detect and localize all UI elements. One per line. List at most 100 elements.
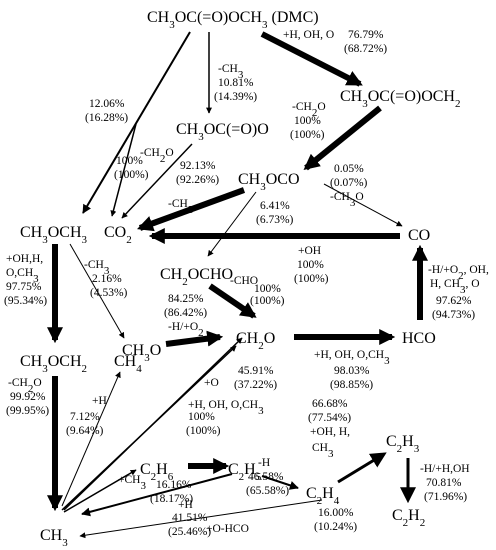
arrow-ch3o-to-ch2o [165, 330, 224, 347]
label-ch3-to-ch3o: +H, OH, O,CH3 100% (100%) [186, 399, 264, 437]
label-line: 10.81% [218, 77, 254, 89]
label-c2h3-to-c2h2: -H/+H,OH 70.81% (71.96%) [420, 463, 470, 503]
label-line: (98.85%) [330, 379, 373, 391]
label-hco-to-co: -H/+O2, OH, H, CH3, O 97.62% (94.73%) [428, 264, 489, 321]
label-line: 70.81% [426, 477, 462, 489]
label-line: 100% [294, 115, 321, 127]
label-line: (14.39%) [214, 91, 257, 103]
label-line: (25.46%) [168, 526, 211, 538]
label-dmc-to-ch3oc-o-o: -CH3 10.81% (14.39%) [214, 63, 257, 103]
label-line: (100%) [290, 129, 325, 141]
label-c2h4-to-ch3: +O-HCO 16.00% (10.24%) [206, 507, 357, 535]
arrow-ch3oco-to-co2 [136, 187, 246, 232]
arrow-dmc-to-ch3oc-o-och2 [260, 31, 363, 87]
arrow-ch3och3-to-ch3o [69, 243, 125, 339]
arrow-c2h4-to-c2h3 [337, 452, 387, 484]
arrow-ch3oco-to-co [323, 183, 403, 227]
label-ch2ocho-to-ch2o: -CHO 100% (100%) [230, 275, 285, 307]
arrow-ch3oco-to-ch2ocho [207, 191, 257, 257]
species-co2: CO2 [104, 224, 132, 246]
label-line: (100%) [294, 273, 329, 285]
species-dmc: CH3OC(=O)OCH3 (DMC) [147, 9, 319, 31]
arrow-c2h4-to-ch3 [79, 499, 323, 539]
species-ch3oc-o-och2: CH3OC(=O)OCH2 [340, 88, 460, 110]
label-line: (95.34%) [4, 295, 47, 307]
label-c2h4-to-c2h3: 66.68% (77.54%) +OH, H, CH3 [308, 398, 351, 460]
label-line: (77.54%) [308, 412, 351, 424]
arrow-ch2ocho-to-ch2o [208, 283, 257, 319]
label-line: 99.92% [10, 391, 46, 403]
label-line: 98.03% [334, 365, 370, 377]
label-line: (68.72%) [344, 43, 387, 55]
label-line: +H [178, 499, 193, 511]
label-ch3oc-o-o-to-co2: -CH2O 100% (100%) [114, 147, 174, 181]
species-ch3och3: CH3OCH3 [20, 224, 88, 246]
label-line: -CHO [230, 275, 258, 287]
species-labels: CH3OC(=O)OCH3 (DMC) CH3OC(=O)O CH3OC(=O)… [20, 9, 460, 549]
label-dmc-to-ch3oc-o-och2: +H, OH, O 76.79% (68.72%) [283, 29, 387, 55]
label-co-to-co2: +OH 100% (100%) [294, 245, 329, 285]
label-line: (18.17%) [150, 493, 193, 505]
label-line: (9.64%) [66, 425, 104, 437]
label-line: (65.58%) [246, 485, 289, 497]
species-hco: HCO [402, 330, 436, 347]
label-line: 45.91% [238, 365, 274, 377]
arrow-ch3-to-ch3o [63, 337, 243, 511]
arrow-dmc-to-co2-branch [110, 123, 137, 217]
label-line: -CH3O [330, 191, 364, 209]
species-ch3oco: CH3OCO [238, 171, 300, 193]
species-c2h5: C2H5 [228, 461, 262, 483]
label-line: +H [92, 395, 107, 407]
species-ch3och2: CH3OCH2 [20, 353, 87, 375]
label-line: (37.22%) [234, 379, 277, 391]
label-line: +OH [298, 245, 321, 257]
arrow-ch3-to-ch4 [61, 371, 121, 507]
label-line: +OH,H, [6, 253, 43, 265]
label-line: H, CH3, O [430, 278, 480, 296]
label-line: 41.51% [172, 512, 208, 524]
label-c2h5-to-ch3: +H 41.51% (25.46%) [168, 499, 211, 538]
label-line: (0.07%) [330, 177, 368, 189]
label-line: 16.00% [318, 507, 354, 519]
arrow-ch3oc-o-o-to-co2 [121, 143, 193, 219]
label-ch3-to-ch4: +H 7.12% (9.64%) [66, 395, 107, 437]
label-ch2o-to-hco: +H, OH, O,CH3 98.03% (98.85%) [314, 349, 390, 391]
label-line: 16.16% [156, 479, 192, 491]
label-ch3och2-to-ch3: -CH2O 99.92% (99.95%) [6, 377, 49, 417]
species-ch3oc-o-o: CH3OC(=O)O [176, 121, 269, 143]
label-line: (86.42%) [164, 307, 207, 319]
species-c2h2: C2H2 [392, 507, 425, 529]
label-line: (71.96%) [424, 491, 467, 503]
label-line: 97.62% [436, 295, 472, 307]
species-ch3: CH3 [40, 527, 68, 549]
label-line: +OH, H, [310, 426, 350, 438]
label-line: -H [258, 457, 270, 469]
label-line: 46.58% [248, 471, 284, 483]
label-line: 97.75% [6, 281, 42, 293]
label-line: 100% [254, 283, 281, 295]
species-ch2ocho: CH2OCHO [160, 266, 233, 288]
arrow-dmc-to-ch3och3 [82, 31, 191, 214]
label-line: (94.73%) [432, 309, 475, 321]
arrow-c2h5-to-ch3 [81, 473, 233, 517]
label-line: 66.68% [312, 398, 348, 410]
species-c2h3: C2H3 [386, 433, 420, 455]
species-c2h4: C2H4 [306, 485, 340, 507]
label-ch3oc-o-och2-to-ch3oco: -CH2O 100% (100%) [290, 101, 326, 141]
label-line: (6.73%) [256, 214, 294, 226]
label-line: +O [204, 377, 219, 389]
label-line: (100%) [250, 295, 285, 307]
label-line: (100%) [114, 169, 149, 181]
label-line: (10.24%) [314, 521, 357, 533]
label-c2h5-to-c2h4: -H 46.58% (65.58%) [246, 457, 289, 497]
arrow-ch3oc-o-och2-to-ch3oco [303, 105, 382, 171]
arrows [47, 31, 428, 539]
label-line: +O-HCO [206, 523, 249, 535]
species-ch4: CH4 [114, 353, 142, 375]
label-line: (99.95%) [6, 405, 49, 417]
arrow-ch3-to-c2h6 [63, 469, 137, 513]
label-line: 6.41% [260, 200, 290, 212]
label-line: (16.28%) [85, 112, 128, 124]
label-line: 0.05% [334, 163, 364, 175]
